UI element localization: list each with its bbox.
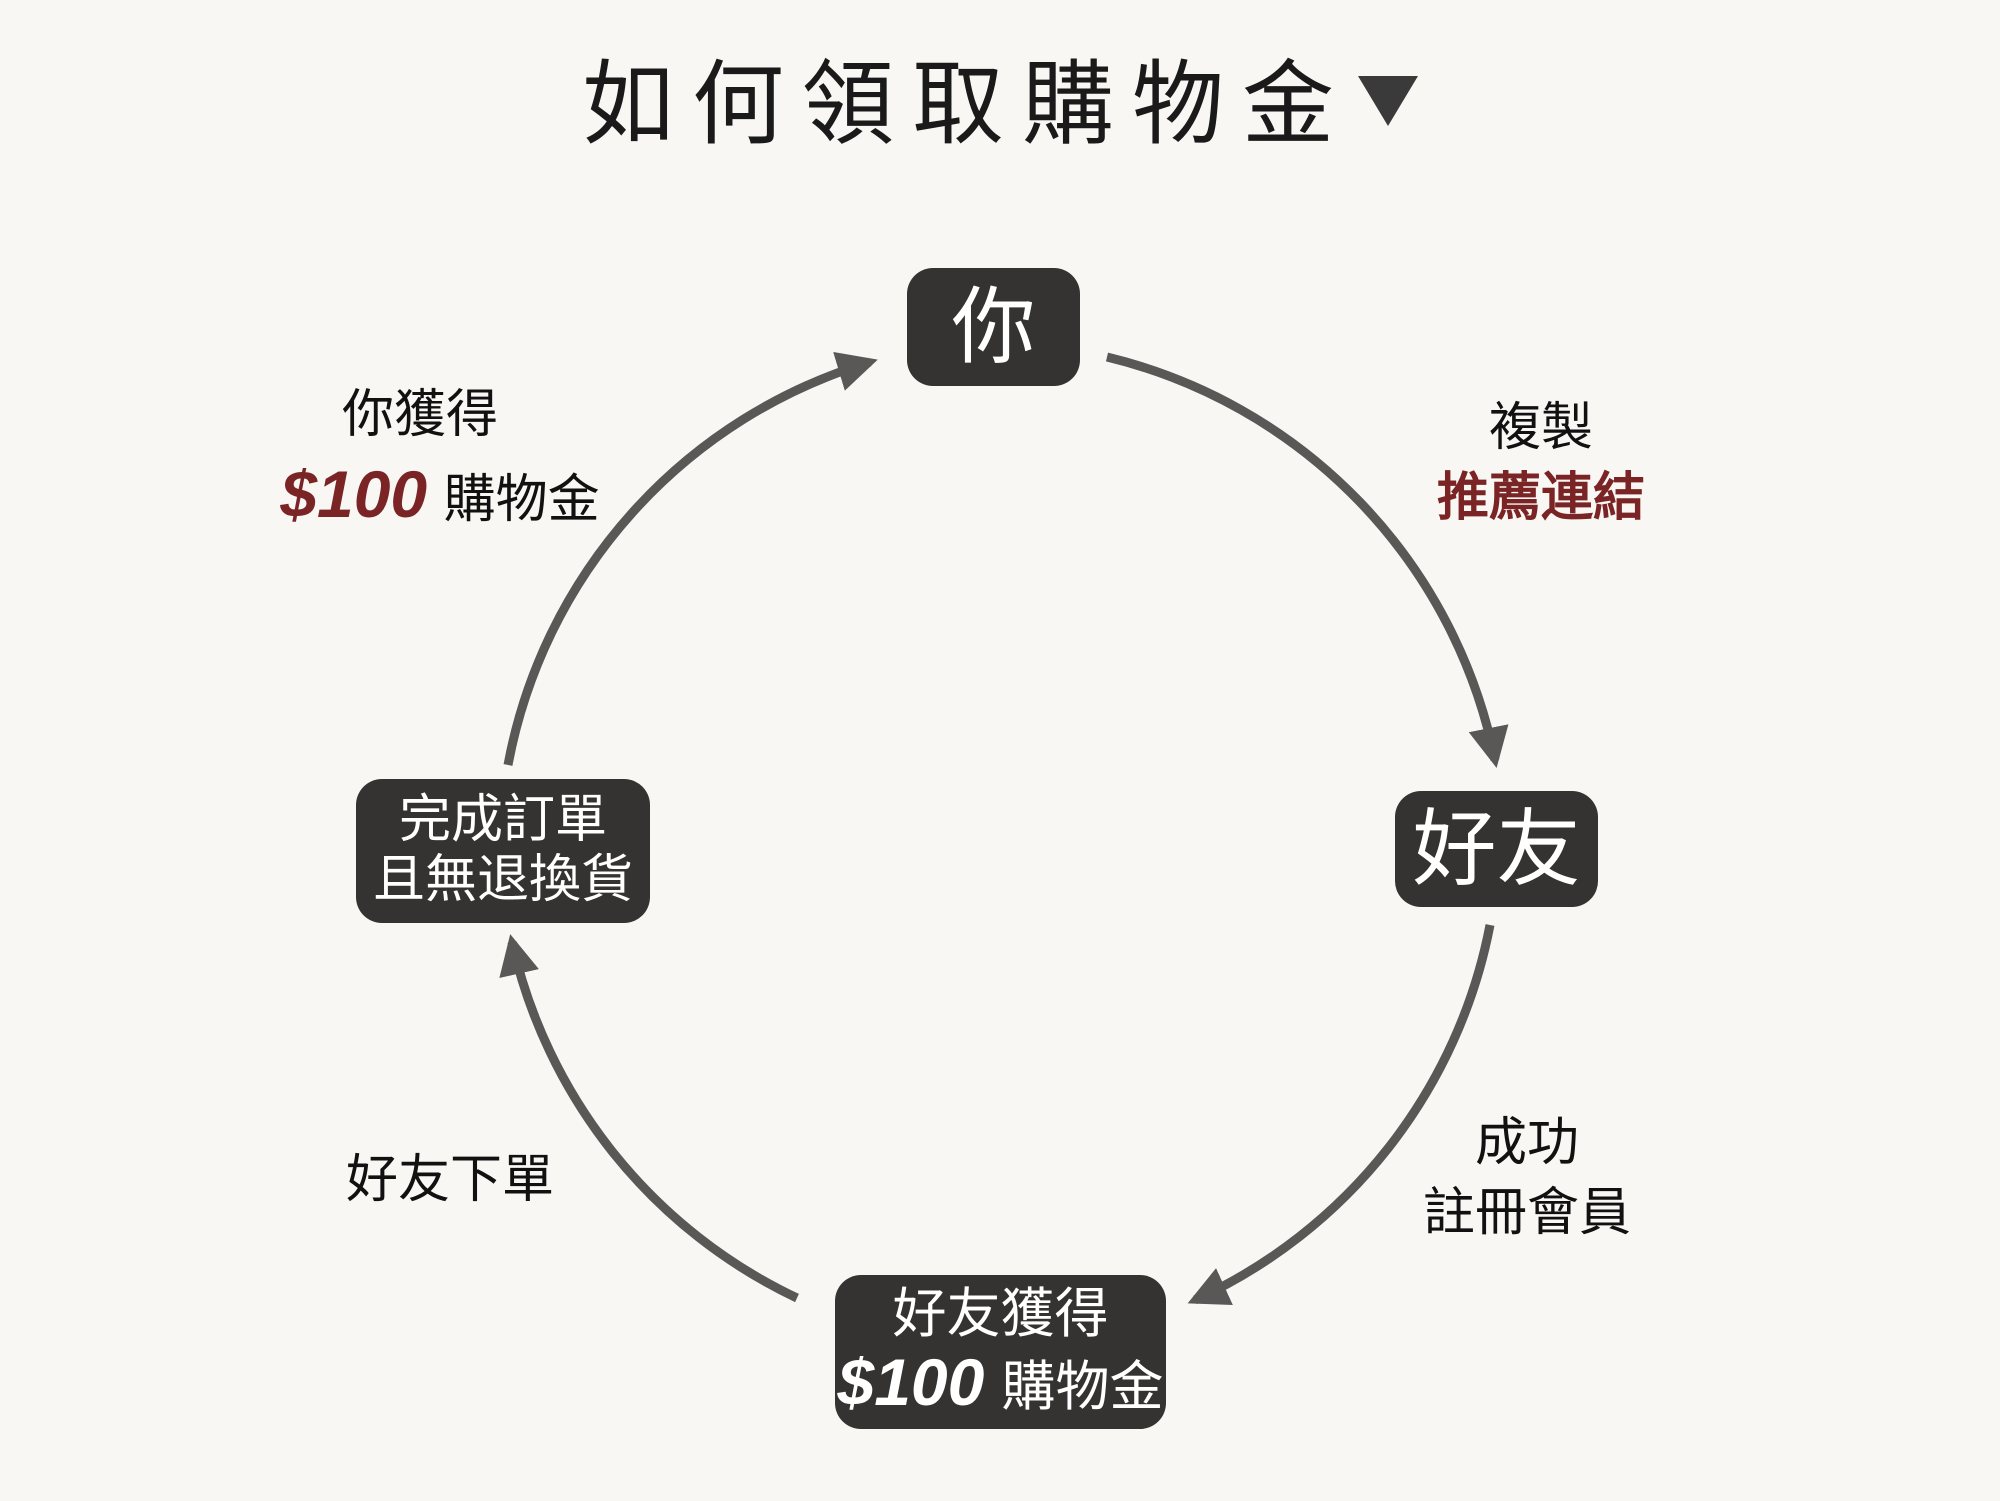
node-friend-label: 好友: [1412, 799, 1581, 898]
step-copy-line1: 複製: [1488, 398, 1593, 458]
complete-line2: 且無退換貨: [372, 850, 633, 910]
node-friend-reward: 好友獲得 $100 購物金: [835, 1275, 1166, 1429]
page-title: 如何領取購物金: [0, 30, 2000, 163]
step-register: 成功 註冊會員: [1377, 1108, 1677, 1248]
step-order-text: 好友下單: [345, 1150, 554, 1210]
you-reward-amount: $100: [280, 457, 428, 532]
arrow-friend-to-reward: [1187, 924, 1495, 1305]
arrow-complete-to-you: [503, 351, 878, 766]
node-you-label: 你: [951, 277, 1036, 376]
complete-line1: 完成訂單: [398, 790, 607, 851]
step-you-reward: 你獲得 $100 購物金: [240, 380, 640, 539]
step-friend-order: 好友下單: [300, 1145, 600, 1215]
arrow-reward-to-complete: [499, 934, 799, 1303]
node-friend: 好友: [1395, 791, 1598, 907]
title-text: 如何領取購物金: [581, 51, 1352, 158]
step-register-line2: 註冊會員: [1422, 1183, 1631, 1244]
friend-reward-line1: 好友獲得: [892, 1282, 1109, 1345]
step-copy-link: 複製 推薦連結: [1391, 393, 1691, 533]
triangle-down-icon: [1358, 75, 1418, 126]
node-you: 你: [907, 268, 1080, 386]
friend-reward-amount: $100: [837, 1345, 985, 1420]
node-complete-order: 完成訂單 且無退換貨: [356, 779, 650, 923]
you-reward-unit: 購物金: [443, 470, 600, 531]
step-register-line1: 成功: [1474, 1113, 1579, 1173]
friend-reward-unit: 購物金: [1001, 1355, 1164, 1419]
arrow-you-to-friend: [1105, 352, 1509, 768]
step-copy-line2: 推薦連結: [1436, 468, 1645, 529]
you-reward-line1: 你獲得: [341, 385, 498, 445]
